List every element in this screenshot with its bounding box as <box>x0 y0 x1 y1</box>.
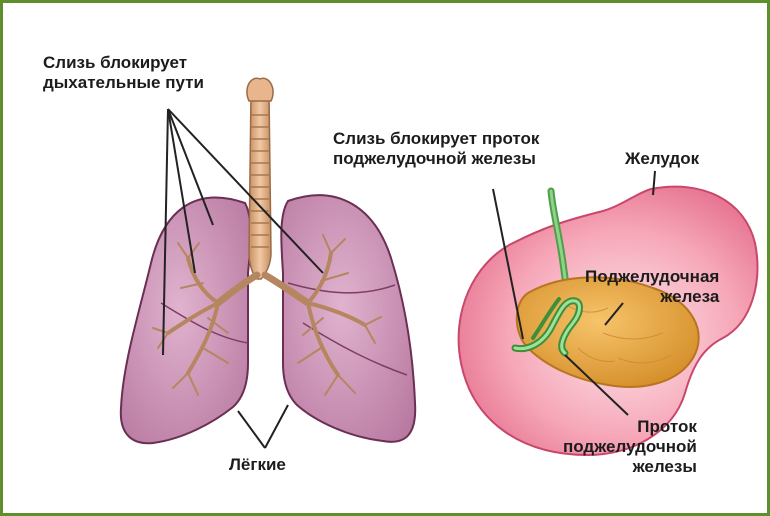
label-airways: Слизь блокирует дыхательные пути <box>43 53 204 93</box>
label-duct-block-line2: поджелудочной железы <box>333 149 539 169</box>
trachea <box>249 85 271 279</box>
label-airways-line1: Слизь блокирует <box>43 53 204 73</box>
label-stomach: Желудок <box>625 149 699 169</box>
label-pancreas-line1: Поджелудочная <box>585 267 719 287</box>
label-duct: Проток поджелудочной железы <box>563 417 697 477</box>
larynx <box>247 78 273 101</box>
label-airways-line2: дыхательные пути <box>43 73 204 93</box>
label-pancreas: Поджелудочная железа <box>585 267 719 307</box>
label-pancreas-line2: железа <box>585 287 719 307</box>
label-stomach-text: Желудок <box>625 149 699 168</box>
label-duct-line1: Проток <box>563 417 697 437</box>
label-duct-line2: поджелудочной <box>563 437 697 457</box>
label-lungs-text: Лёгкие <box>229 455 286 474</box>
label-duct-line3: железы <box>563 457 697 477</box>
label-duct-block-line1: Слизь блокирует проток <box>333 129 539 149</box>
label-lungs: Лёгкие <box>229 455 286 475</box>
label-duct-block: Слизь блокирует проток поджелудочной жел… <box>333 129 539 169</box>
